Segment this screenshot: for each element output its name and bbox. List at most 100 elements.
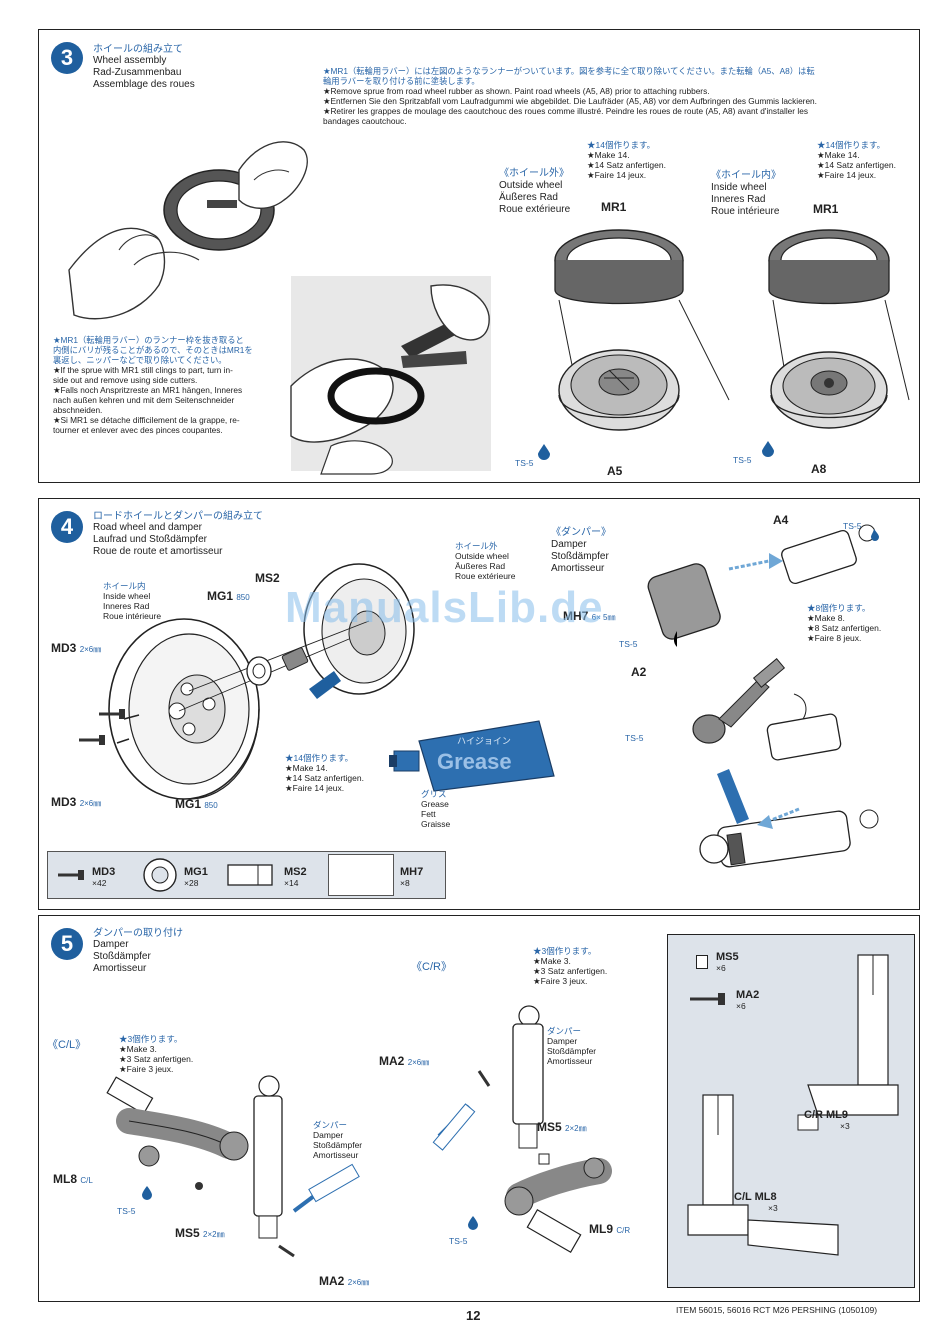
part-name: MD3: [51, 795, 77, 809]
part-label-a8: A8: [811, 462, 827, 476]
part-name: MA2: [379, 1054, 405, 1068]
note-line: side out and remove using side cutters.: [53, 375, 198, 385]
note-line: abschneiden.: [53, 405, 103, 415]
step5-make3-right: ★3個作ります。 ★Make 3. ★3 Satz anfertigen. ★F…: [533, 946, 607, 986]
label-line: ★Make 3.: [119, 1044, 157, 1054]
paint-callout-ts5: TS-5: [733, 455, 752, 465]
part-name: MA2: [736, 989, 760, 1001]
note-line: ★Retirer les grappes de moulage des caou…: [323, 106, 808, 116]
sleeve-icon: [227, 864, 273, 886]
side-cutter-illustration: [290, 276, 491, 475]
step4-title-de: Laufrad und Stoßdämpfer: [93, 534, 207, 545]
label-line: ★Faire 8 jeux.: [807, 633, 862, 643]
label-line: Inneres Rad: [711, 194, 766, 205]
part-label-ms5: MS5 2×2㎜: [175, 1226, 225, 1240]
part-label-ml9: ML9 C/R: [589, 1222, 630, 1236]
label-line: ★Make 3.: [533, 956, 571, 966]
grease-tube-label: Grease: [437, 749, 512, 774]
label-line: Amortisseur: [551, 563, 605, 574]
label-line: ★Faire 3 jeux.: [533, 976, 588, 986]
label-line: ★3 Satz anfertigen.: [119, 1054, 194, 1064]
step4-outside-wheel-label: ホイール外 Outside wheel Äußeres Rad Roue ext…: [455, 541, 515, 581]
screw-icon: [690, 993, 725, 1005]
ml8-part-illustration: [687, 1094, 839, 1256]
o-ring-icon-box: [328, 854, 394, 896]
label-line: Stoßdämpfer: [313, 1140, 363, 1150]
step5-damper-right: ダンパー Damper Stoßdämpfer Amortisseur: [547, 1026, 596, 1066]
label-line: Inneres Rad: [103, 601, 150, 611]
label-line: ★Faire 14 jeux.: [587, 170, 647, 180]
damper-assembly-illustration: [647, 524, 879, 868]
cl-damper-assembly-illustration: [106, 1075, 360, 1258]
grease-tube-label-jp: ハイジョイン: [457, 736, 511, 746]
part-name: ML8: [53, 1172, 77, 1186]
parts-bag: MD3×42 MG1×28 MS2×14 MH7×8: [47, 851, 446, 899]
step4-panel: 4 ロードホイールとダンパーの組み立て Road wheel and dampe…: [38, 498, 920, 910]
note-line: ★Si MR1 se détache difficilement de la g…: [53, 415, 240, 425]
part-name: MS5: [175, 1226, 200, 1240]
note-line: 内側にバリが残ることがあるので、そのときはMR1を: [53, 345, 253, 355]
grease-tube-illustration: [389, 720, 555, 792]
label-line: ホイール外: [455, 541, 498, 551]
part-qty: ×6: [736, 1001, 746, 1011]
part-size: 2×2㎜: [565, 1124, 587, 1133]
step4-title: ロードホイールとダンパーの組み立て Road wheel and damper …: [93, 507, 263, 558]
step5-parts-box: MS5×6 MA2×6 C/R ML9×3 C/L ML8×3: [667, 934, 915, 1288]
part-size: 850: [204, 801, 218, 810]
step4-title-fr: Roue de route et amortisseur: [93, 546, 223, 557]
step5-make3-left: ★3個作ります。 ★Make 3. ★3 Satz anfertigen. ★F…: [119, 1034, 193, 1074]
paint-callout-ts5: TS-5: [625, 733, 644, 743]
step5-number: 5: [51, 928, 83, 960]
part-side: C/L: [734, 1191, 752, 1203]
part-label-mg1: MG1 850: [175, 797, 218, 811]
part-label-mg1: MG1 850: [207, 589, 250, 603]
label-line: ★8 Satz anfertigen.: [807, 623, 882, 633]
part-label-ms2: MS2: [255, 571, 280, 585]
label-line: Amortisseur: [547, 1056, 593, 1066]
part-name: MS2: [284, 866, 307, 878]
step5-title-fr: Amortisseur: [93, 963, 147, 974]
parts-bag-mg1: MG1×28: [184, 866, 208, 888]
note-line: ★Remove sprue from road wheel rubber as …: [323, 86, 710, 96]
label-line: グリス: [421, 789, 447, 799]
step4-inside-wheel-label: ホイール内 Inside wheel Inneres Rad Roue inté…: [103, 581, 161, 621]
screw-icon: [99, 709, 125, 719]
road-wheel-assembly-illustration: [108, 563, 415, 800]
step3-title-jp: ホイールの組み立て: [93, 44, 183, 55]
step5-panel: 5 ダンパーの取り付け Damper Stoßdämpfer Amortisse…: [38, 915, 920, 1302]
label-line: ★14個作ります。: [285, 753, 354, 763]
label-line: ★14 Satz anfertigen.: [587, 160, 666, 170]
part-side: C/R: [616, 1226, 631, 1235]
label-line: ★14 Satz anfertigen.: [285, 773, 364, 783]
label-line: Äußeres Rad: [499, 192, 558, 203]
label-line: ホイール内: [103, 581, 146, 591]
step3-panel: 3 ホイールの組み立て Wheel assembly Rad-Zusammenb…: [38, 29, 920, 483]
part-qty: ×3: [840, 1121, 850, 1131]
grease-mark: G: [735, 773, 743, 783]
part-size: 2×2㎜: [203, 1230, 225, 1239]
step4-make14: ★14個作ります。 ★Make 14. ★14 Satz anfertigen.…: [285, 753, 364, 793]
step5-title-en: Damper: [93, 939, 129, 950]
step5-cl-label: 《C/L》: [47, 1039, 87, 1051]
parts-bag-ms2: MS2×14: [284, 866, 307, 888]
label-line: ★Faire 14 jeux.: [817, 170, 877, 180]
part-side: C/L: [80, 1176, 93, 1185]
paint-drop-icon: [538, 444, 550, 460]
step3-make14-right: ★14個作ります。 ★Make 14. ★14 Satz anfertigen.…: [817, 140, 896, 180]
paint-drop-icon: [142, 1186, 152, 1200]
label-line: ダンパー: [313, 1120, 348, 1130]
label-line: Damper: [547, 1036, 578, 1046]
label-line: Outside wheel: [499, 180, 563, 191]
label-line: Fett: [421, 809, 436, 819]
page-number: 12: [466, 1308, 481, 1323]
part-qty: ×28: [184, 878, 199, 888]
part-name: MG1: [175, 797, 202, 811]
part-name: MG1: [184, 866, 208, 878]
step3-title: ホイールの組み立て Wheel assembly Rad-Zusammenbau…: [93, 40, 195, 91]
step4-damper-label: 《ダンパー》 Damper Stoßdämpfer Amortisseur: [551, 527, 611, 575]
label-line: Inside wheel: [711, 182, 767, 193]
part-qty: ×14: [284, 878, 299, 888]
label-line: Graisse: [421, 819, 451, 829]
part-name: MD3: [51, 641, 77, 655]
part-qty: ×8: [400, 878, 410, 888]
